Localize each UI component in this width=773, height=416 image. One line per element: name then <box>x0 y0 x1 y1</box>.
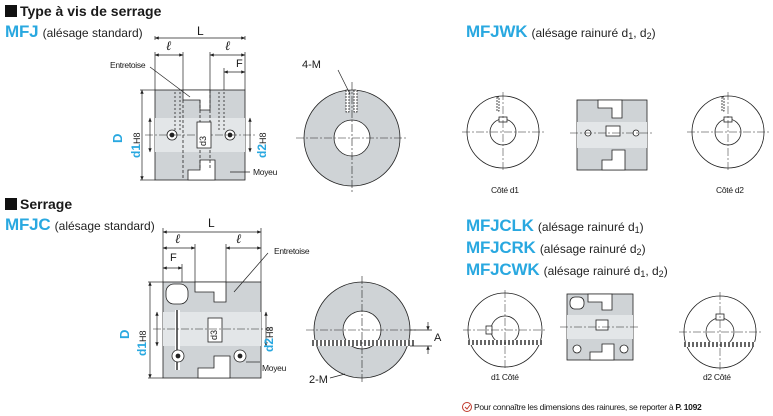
mfj-label-spacer: Entretoise <box>110 60 146 70</box>
mfjc-a-dimension <box>410 322 432 354</box>
mfjc-label-d3: d3 <box>209 329 219 340</box>
mfjc-label-d1: d1H8 <box>135 330 149 356</box>
footnote: Pour connaître les dimensions des rainur… <box>474 402 702 412</box>
mfj-label-l2: ℓ <box>225 38 231 53</box>
mfjc-label-A: A <box>434 332 442 344</box>
mfjck-front-d1 <box>463 290 547 370</box>
mfjc-label-spacer: Entretoise <box>274 246 310 256</box>
mfjc-model-heading: MFJC (alésage standard) <box>5 215 155 234</box>
mfjc-label-D: D <box>117 329 132 339</box>
mfjck-side-view <box>560 293 640 361</box>
mfj-dimension-lines <box>140 36 252 181</box>
mfj-label-d3: d3 <box>198 135 208 146</box>
mfjc-label-hub: Moyeu <box>262 363 287 373</box>
mfjwk-front-d2 <box>687 92 769 172</box>
mfj-label-d1: d1H8 <box>129 132 143 158</box>
section-title-clamp: Serrage <box>5 196 72 212</box>
square-bullet-icon <box>5 198 17 210</box>
mfj-label-D: D <box>110 133 125 143</box>
mfjc-side-view <box>153 281 272 379</box>
mfj-side-view <box>145 89 255 181</box>
square-bullet-icon <box>5 5 17 17</box>
mfj-label-l1: ℓ <box>166 38 172 53</box>
mfjwk-side-d2-caption: Côté d2 <box>716 185 744 195</box>
mfjc-label-L: L <box>208 216 215 230</box>
mfjck-side-d1-caption: d1 Côté <box>491 372 519 382</box>
mfjwk-side-view <box>570 99 654 171</box>
mfjcwk-model-heading: MFJCWK (alésage rainuré d1, d2) <box>466 260 668 279</box>
section-title-clamp-screw: Type à vis de serrage <box>5 3 161 19</box>
mfj-label-F: F <box>236 58 243 70</box>
reference-icon <box>462 402 472 412</box>
mfjc-dimension-lines <box>148 228 269 379</box>
mfj-label-4M: 4-M <box>302 59 321 71</box>
mfjwk-side-d1-caption: Côté d1 <box>491 185 519 195</box>
mfjck-front-d2 <box>679 292 761 372</box>
mfjwk-model-heading: MFJWK (alésage rainuré d1, d2) <box>466 22 656 41</box>
mfjck-side-d2-caption: d2 Côté <box>703 372 731 382</box>
mfj-label-hub: Moyeu <box>253 167 278 177</box>
footnote-page-ref: P. 1092 <box>675 402 702 412</box>
mfjc-label-F: F <box>170 252 177 264</box>
mfjc-label-d2: d2H8 <box>262 326 276 352</box>
mfj-model-heading: MFJ (alésage standard) <box>5 22 143 41</box>
mfj-front-view <box>296 69 408 194</box>
mfjclk-model-heading: MFJCLK (alésage rainuré d1) <box>466 216 644 235</box>
mfjc-label-l2: ℓ <box>236 231 242 246</box>
mfjc-label-l1: ℓ <box>175 231 181 246</box>
mfj-label-L: L <box>197 24 204 38</box>
mfjc-label-2M: 2-M <box>309 374 328 386</box>
mfj-label-d2: d2H8 <box>255 132 269 158</box>
mfjwk-front-d1 <box>462 92 544 172</box>
mfjcrk-model-heading: MFJCRK (alésage rainuré d2) <box>466 238 646 257</box>
mfjc-front-view <box>306 276 418 384</box>
